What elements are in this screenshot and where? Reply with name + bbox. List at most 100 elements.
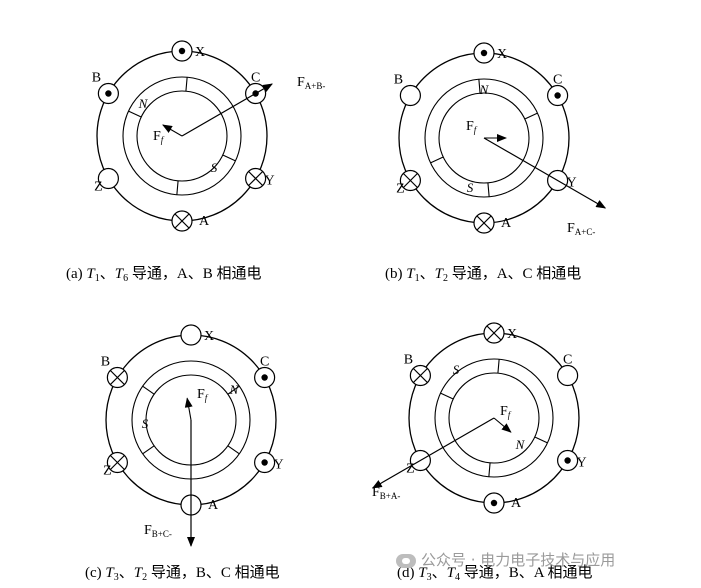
coil-c: C xyxy=(557,353,579,387)
coil-label: A xyxy=(501,216,512,231)
caption-part: T xyxy=(435,266,445,282)
pole-divider xyxy=(497,359,500,374)
caption-part: T xyxy=(418,565,428,581)
panel-caption: (b) T1、T2 导通，A、C 相通电 xyxy=(385,265,581,284)
pole-divider xyxy=(227,445,240,455)
stator-field-label: FB+A- xyxy=(372,485,400,501)
coil-b: B xyxy=(404,353,431,387)
coil-z: Z xyxy=(103,451,128,479)
stator-field-arrow xyxy=(371,417,495,489)
rotor-field-arrow xyxy=(162,124,183,137)
coil-z: Z xyxy=(396,169,421,197)
coil-label: B xyxy=(404,353,413,368)
caption-part: 、 xyxy=(420,266,435,282)
rotor-field-label: Ff xyxy=(197,387,209,403)
cross-icon xyxy=(412,368,428,383)
rotor-field-arrow xyxy=(493,417,512,433)
wechat-icon xyxy=(396,553,416,568)
north-pole-label: N xyxy=(479,82,490,97)
stator-field-arrow xyxy=(181,83,273,137)
panel-caption: (d) T3、T4 导通，B、A 相通电 xyxy=(397,564,592,583)
caption-part: 3 xyxy=(427,572,432,583)
pole-divider xyxy=(222,154,236,162)
coil-z: Z xyxy=(406,449,431,477)
coil-a: A xyxy=(180,494,219,516)
pole-divider xyxy=(534,436,548,444)
caption-part: 6 xyxy=(123,273,128,284)
panel-caption: (a) T1、T6 导通，A、B 相通电 xyxy=(66,265,261,284)
caption-part: 、 xyxy=(100,266,115,282)
coil-idle-icon xyxy=(97,167,119,190)
coil-label: X xyxy=(507,327,517,342)
cross-icon xyxy=(486,325,502,341)
pole-divider xyxy=(142,445,155,455)
caption-part: 导通，A、B 相通电 xyxy=(128,265,261,282)
rotor-field-label: Ff xyxy=(153,129,165,145)
caption-part: T xyxy=(86,266,96,282)
dot-icon xyxy=(480,49,488,57)
coil-idle-icon xyxy=(180,324,202,346)
rotor-field-subscript: f xyxy=(508,410,512,420)
rotor-field-label: Ff xyxy=(500,404,512,420)
caption-part: 3 xyxy=(114,572,119,583)
pole-divider xyxy=(487,182,490,197)
coil-idle-icon xyxy=(557,364,579,387)
rotor-field-subscript: f xyxy=(474,125,478,135)
caption-part: (c) xyxy=(85,565,105,581)
pole-divider xyxy=(488,462,491,477)
pole-divider xyxy=(227,385,240,395)
rotor-outer-ring xyxy=(434,358,554,478)
south-pole-label: S xyxy=(211,160,218,175)
coil-label: Y xyxy=(274,458,284,473)
cross-icon xyxy=(248,171,264,186)
pole-divider xyxy=(142,385,155,395)
pole-divider xyxy=(430,156,444,164)
caption-part: (b) xyxy=(385,266,406,282)
coil-b: B xyxy=(101,355,128,389)
coil-x: X xyxy=(180,324,214,346)
stator-field-label: FB+C- xyxy=(144,523,172,539)
dot-icon xyxy=(261,459,268,466)
stator-field-arrow xyxy=(483,137,607,209)
rotor-inner-ring xyxy=(136,90,228,182)
rotor-field-label: Ff xyxy=(466,119,478,135)
coil-b: B xyxy=(92,71,119,105)
rotor-outer-ring xyxy=(122,76,242,196)
caption-part: 、 xyxy=(119,565,134,581)
rotor-field-arrow xyxy=(184,397,193,421)
coil-label: C xyxy=(251,71,260,86)
coil-idle-icon xyxy=(399,84,421,107)
coil-x: X xyxy=(171,40,205,62)
pole-divider xyxy=(185,77,188,92)
coil-y: Y xyxy=(245,167,275,190)
coil-x: X xyxy=(483,322,517,344)
watermark-text: 公众号 · 电力电子技术与应用 xyxy=(421,551,616,569)
caption-part: T xyxy=(406,266,416,282)
stator-field-subscript: B+A- xyxy=(380,491,401,501)
caption-part: 导通，B、C 相通电 xyxy=(147,564,280,581)
caption-part: T xyxy=(134,565,144,581)
coil-c: C xyxy=(254,355,276,389)
coil-a: A xyxy=(171,210,210,232)
south-pole-label: S xyxy=(453,362,460,377)
stator-field-label: FA+C- xyxy=(567,221,595,237)
coil-b: B xyxy=(394,73,421,107)
rotor-field-subscript: f xyxy=(205,393,209,403)
dot-icon xyxy=(261,374,268,381)
caption-part: 2 xyxy=(142,572,147,583)
stator-field-subscript: A+B- xyxy=(305,81,326,91)
coil-c: C xyxy=(245,71,267,105)
dot-icon xyxy=(490,499,498,507)
dot-icon xyxy=(554,92,561,99)
north-pole-label: N xyxy=(229,382,240,397)
caption-part: 导通，B、A 相通电 xyxy=(460,564,593,581)
coil-a: A xyxy=(473,212,512,234)
coil-x: X xyxy=(473,42,507,64)
south-pole-label: S xyxy=(467,180,474,195)
coil-label: Z xyxy=(406,462,415,477)
stator-field-label: FA+B- xyxy=(297,75,325,91)
pole-divider xyxy=(440,392,454,400)
